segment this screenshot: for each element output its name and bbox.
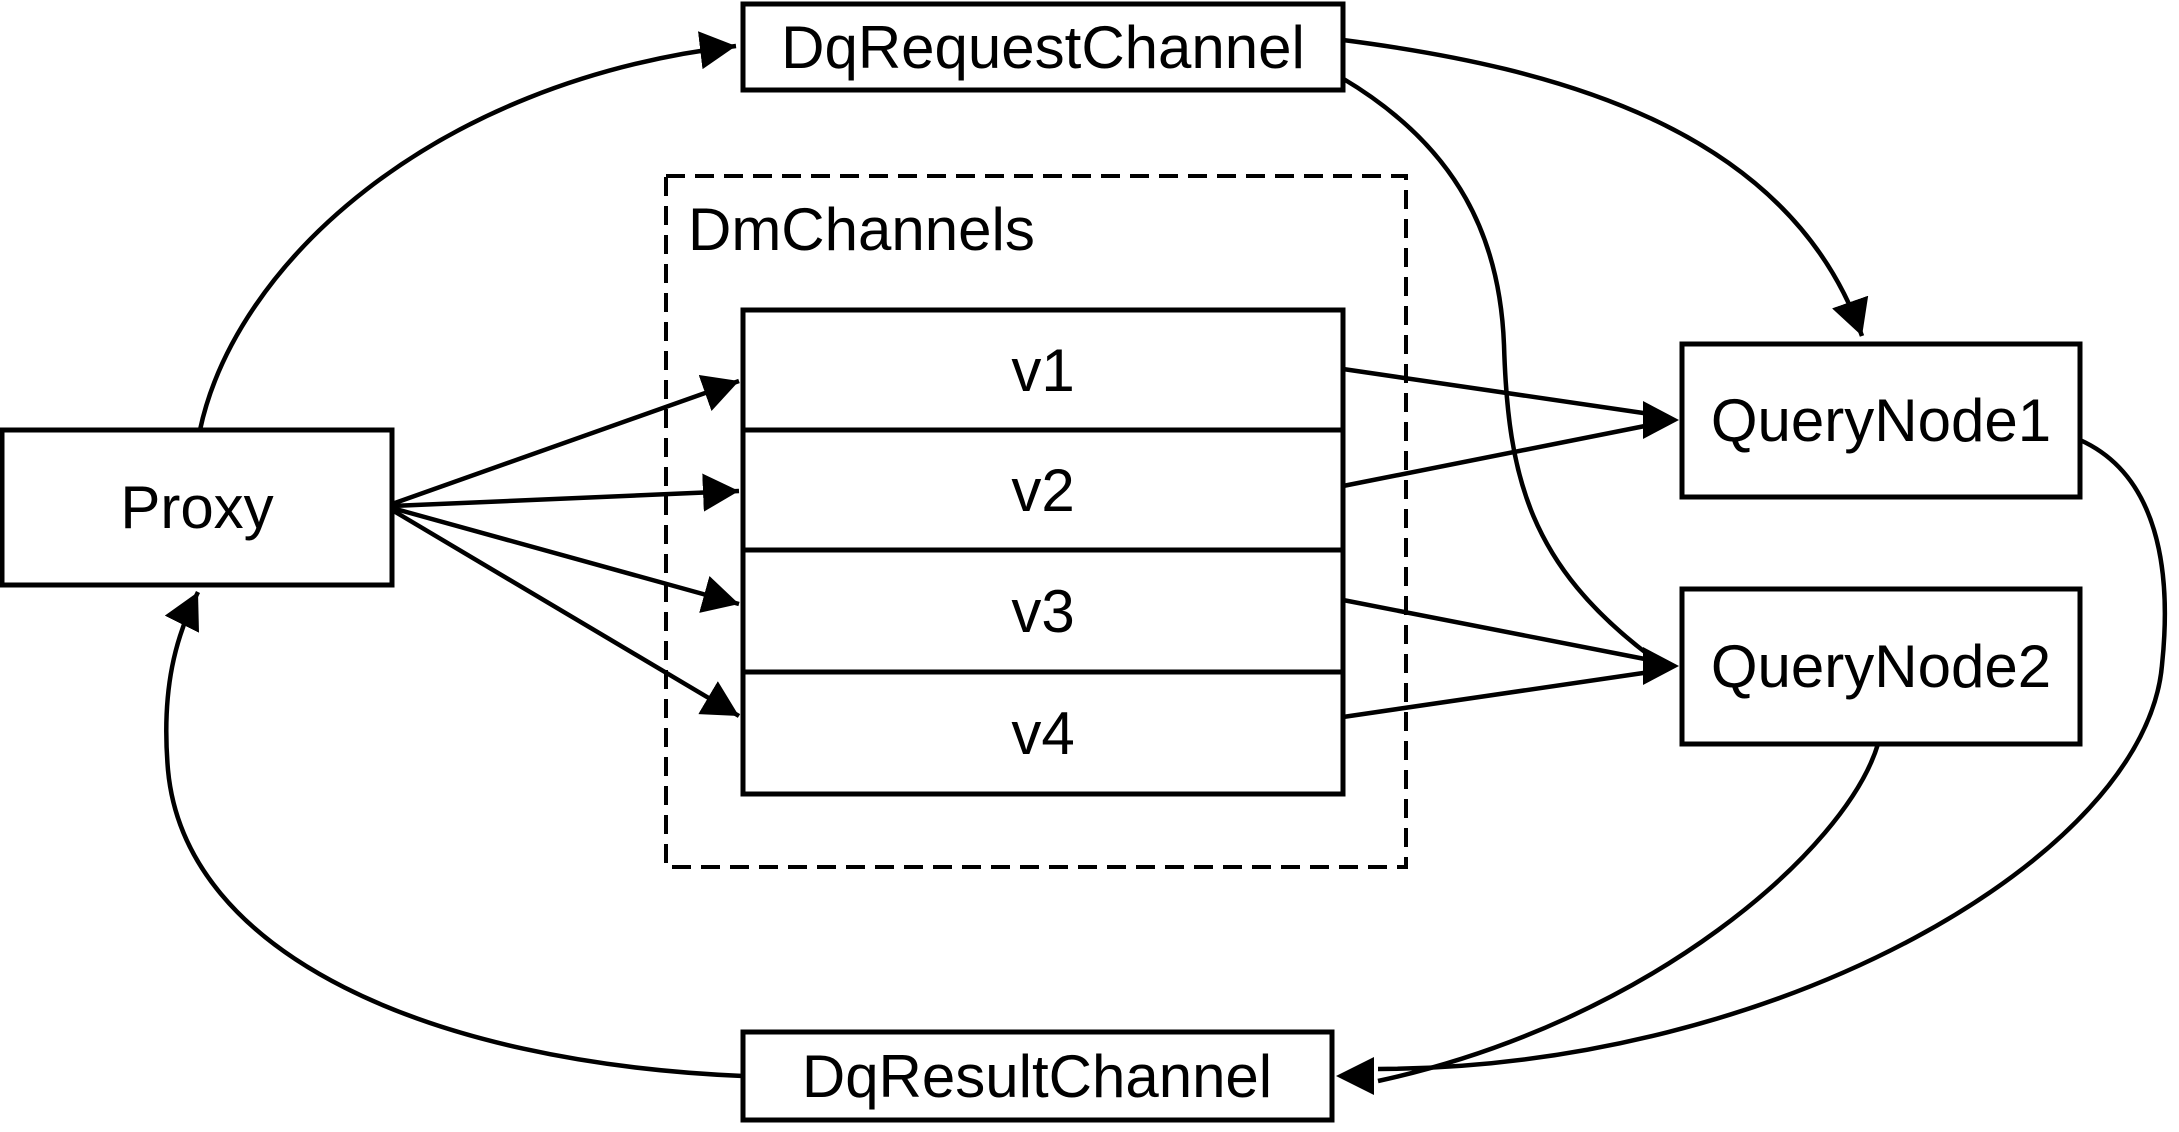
query-node1-border <box>1679 341 2083 500</box>
edge-proxy-to-v4 <box>390 508 741 718</box>
edge-v2-to-querynode1 <box>1342 422 1651 489</box>
dm-channels-label: DmChannels <box>688 196 1035 263</box>
v1-label: v1 <box>1011 337 1074 404</box>
proxy-border <box>0 427 395 588</box>
v2-label: v2 <box>1011 457 1074 524</box>
dq-result-channel-border <box>740 1029 1335 1123</box>
arrowhead-querynode2 <box>1643 647 1679 685</box>
node-dq-request-channel: DqRequestChannel <box>740 1 1346 93</box>
proxy-label: Proxy <box>120 474 273 541</box>
edge-proxy-to-dqrequestchannel <box>197 31 737 431</box>
edges-group <box>164 31 2168 1095</box>
node-dq-result-channel: DqResultChannel <box>740 1029 1335 1123</box>
arrowhead-dqresultchannel <box>1336 1057 1374 1095</box>
query-node1-label: QueryNode1 <box>1711 387 2051 454</box>
dq-result-channel-label: DqResultChannel <box>802 1043 1272 1110</box>
node-query-node1: QueryNode1 <box>1679 341 2083 500</box>
edge-dqresultchannel-to-proxy <box>164 590 744 1079</box>
edge-querynode1-to-dqresultchannel <box>1377 437 2168 1072</box>
arrowhead-querynode1 <box>1643 401 1679 439</box>
dq-request-channel-label: DqRequestChannel <box>781 14 1305 81</box>
edge-querynode2-to-dqresultchannel <box>1377 743 1881 1084</box>
edge-proxy-to-v1 <box>391 375 740 507</box>
node-query-node2: QueryNode2 <box>1679 586 2083 747</box>
edge-v1-to-querynode1 <box>1342 366 1651 417</box>
v3-label: v3 <box>1011 578 1074 645</box>
edge-v3-to-querynode2 <box>1342 597 1651 663</box>
edge-dqrequestchannel-to-querynode2 <box>1340 76 1652 658</box>
dm-channels-border <box>664 174 1408 869</box>
query-node2-label: QueryNode2 <box>1711 633 2051 700</box>
v4-label: v4 <box>1011 700 1074 767</box>
edge-v4-to-querynode2 <box>1342 669 1651 720</box>
node-vstack: v1 v2 v3 v4 <box>740 307 1346 797</box>
query-node2-border <box>1679 586 2083 747</box>
node-dm-channels: DmChannels <box>664 174 1408 869</box>
edge-proxy-to-v3 <box>391 505 740 613</box>
dq-request-channel-border <box>740 1 1346 93</box>
edge-dqrequestchannel-to-querynode1 <box>1342 37 1869 337</box>
edge-proxy-to-v2 <box>391 473 740 512</box>
node-proxy: Proxy <box>0 427 395 588</box>
